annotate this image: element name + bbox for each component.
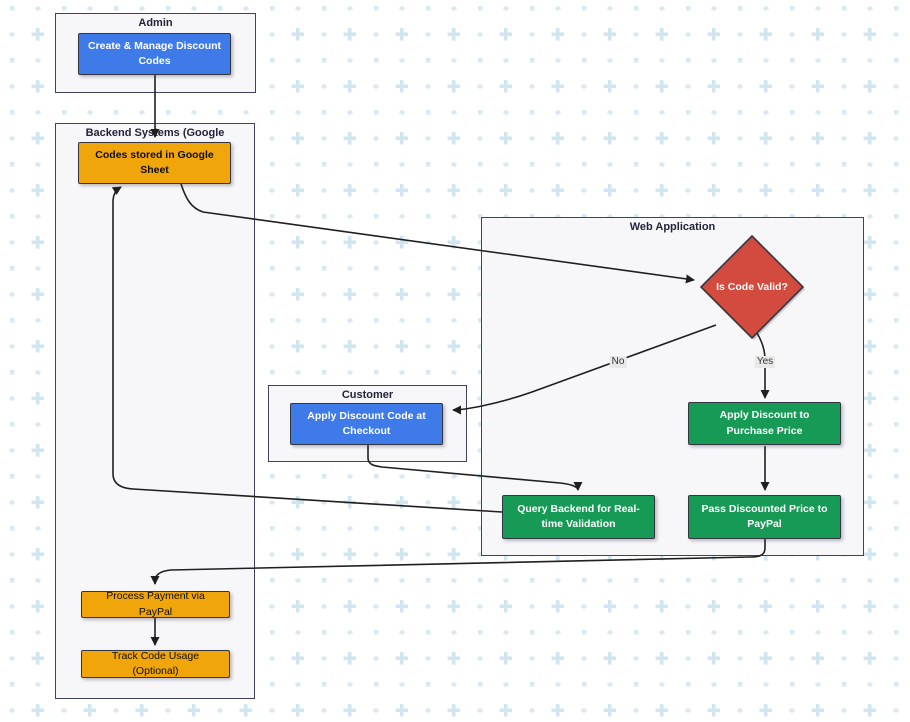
node-apply-discount-code-checkout: Apply Discount Code at Checkout xyxy=(290,403,443,445)
node-label: Pass Discounted Price to PayPal xyxy=(701,502,828,530)
node-label: Codes stored in Google Sheet xyxy=(95,148,214,176)
edge-label-yes: Yes xyxy=(754,356,776,368)
container-customer-title: Customer xyxy=(341,389,394,401)
node-label: Apply Discount to Purchase Price xyxy=(719,409,810,437)
container-admin-title: Admin xyxy=(138,17,173,29)
node-query-backend-validation: Query Backend for Real-time Validation xyxy=(502,495,655,539)
node-create-manage-discount-codes: Create & Manage Discount Codes xyxy=(78,33,231,75)
container-backend-systems-title: Backend Systems (Google xyxy=(85,127,225,139)
node-label: Query Backend for Real-time Validation xyxy=(517,502,640,530)
node-apply-discount-purchase-price: Apply Discount to Purchase Price xyxy=(688,402,841,445)
node-is-code-valid-label: Is Code Valid? xyxy=(716,281,788,293)
node-label: Apply Discount Code at Checkout xyxy=(307,409,426,437)
node-pass-discounted-price-paypal: Pass Discounted Price to PayPal xyxy=(688,495,841,539)
node-codes-stored-google-sheet: Codes stored in Google Sheet xyxy=(78,142,231,184)
node-process-payment-paypal: Process Payment via PayPal xyxy=(81,590,230,618)
node-track-code-usage: Track Code Usage (Optional) xyxy=(81,650,230,678)
container-web-application-title: Web Application xyxy=(629,221,716,233)
edge-label-no: No xyxy=(609,356,627,368)
node-label: Create & Manage Discount Codes xyxy=(87,39,222,67)
node-label: Track Code Usage (Optional) xyxy=(111,649,200,677)
node-label: Process Payment via PayPal xyxy=(106,590,205,618)
